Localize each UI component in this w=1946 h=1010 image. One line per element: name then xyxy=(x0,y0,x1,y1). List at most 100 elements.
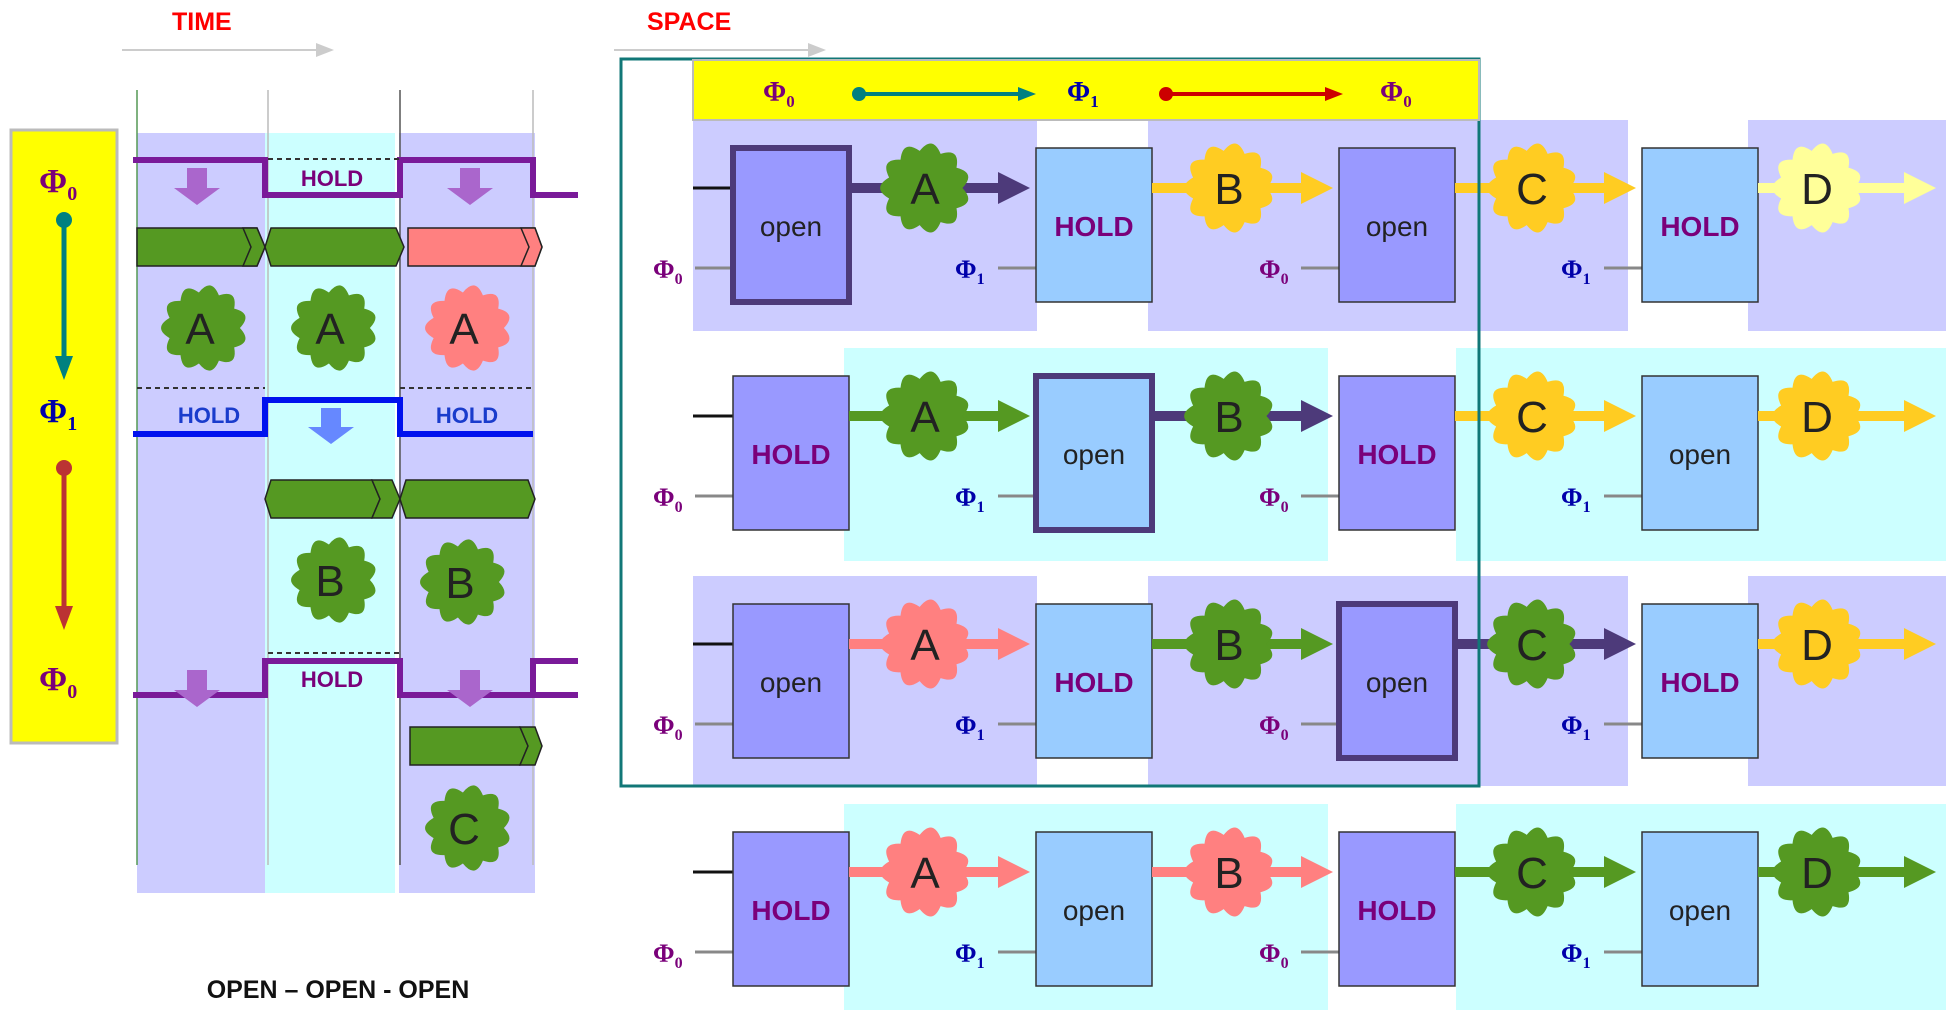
blob-shape xyxy=(1772,371,1861,461)
clock-label: Φ1 xyxy=(955,483,985,516)
data-blob: C xyxy=(1487,371,1576,461)
latch-open xyxy=(1641,375,1759,531)
data-blob: D xyxy=(1772,371,1861,461)
flow-arrow-head xyxy=(1604,172,1636,204)
latch-hold xyxy=(1035,603,1153,759)
data-bar xyxy=(264,227,405,267)
flow-arrow-head xyxy=(1904,628,1936,660)
time-blob-b2: B xyxy=(420,539,505,625)
blob-shape xyxy=(1772,599,1861,689)
clock-label: Φ1 xyxy=(955,255,985,288)
phase-bar-red-head xyxy=(1325,87,1343,101)
latch-label: open xyxy=(760,211,822,242)
phase-bar-phi0: Φ0 xyxy=(763,77,795,111)
blob-shape xyxy=(161,285,246,371)
blob-label: B xyxy=(1214,165,1243,214)
blob-label: C xyxy=(1516,393,1548,442)
data-bar-edge xyxy=(241,227,266,267)
latch-hold xyxy=(1641,147,1759,303)
blob-shape xyxy=(425,285,510,371)
svg-text:Φ0: Φ0 xyxy=(39,163,77,205)
latch-open xyxy=(1336,601,1458,761)
time-blob-a2: A xyxy=(291,285,376,371)
blob-label: C xyxy=(1516,849,1548,898)
down-arrow xyxy=(174,670,220,707)
data-blob: C xyxy=(1487,827,1576,917)
latch-label: open xyxy=(1669,895,1731,926)
data-bar xyxy=(409,726,529,766)
time-arrow-head xyxy=(316,43,334,57)
blob-shape xyxy=(880,371,969,461)
flow-arrow-head xyxy=(1604,400,1636,432)
flow-arrow-head xyxy=(1301,856,1333,888)
down-arrow xyxy=(174,168,220,205)
row-background xyxy=(1748,576,1946,786)
clock-label: Φ0 xyxy=(1259,711,1289,744)
space-header: SPACE xyxy=(647,8,731,36)
time-blob-c: C xyxy=(425,785,510,871)
latch-hold xyxy=(732,831,850,987)
blob-shape xyxy=(425,785,510,871)
blob-label: D xyxy=(1801,165,1833,214)
latch-hold xyxy=(732,375,850,531)
clock-label: Φ1 xyxy=(955,939,985,972)
latch-hold xyxy=(1338,375,1456,531)
phase-bar-teal-head xyxy=(1018,87,1036,101)
svg-text:B: B xyxy=(445,559,474,608)
latch-label: open xyxy=(760,667,822,698)
blob-shape xyxy=(1487,371,1576,461)
blob-label: A xyxy=(910,621,940,670)
clock-label: Φ1 xyxy=(1561,939,1591,972)
blob-label: A xyxy=(910,393,940,442)
space-rows: Φ0openAΦ1HOLDBΦ0openCΦ1HOLDDΦ0HOLDAΦ1ope… xyxy=(653,120,1946,1010)
latch-label: HOLD xyxy=(1660,667,1739,698)
data-blob: A xyxy=(880,143,969,233)
legend-phi0-top: Φ0 xyxy=(39,163,77,205)
blob-shape xyxy=(291,537,376,623)
flow-arrow-head xyxy=(1604,628,1636,660)
time-hold-label: HOLD xyxy=(301,166,363,191)
data-bar xyxy=(399,479,536,519)
flow-arrow-head xyxy=(998,400,1030,432)
data-blob: B xyxy=(1184,827,1273,917)
svg-text:A: A xyxy=(449,305,479,354)
clock-label: Φ1 xyxy=(1561,711,1591,744)
data-bar-edge xyxy=(518,726,543,766)
latch-open xyxy=(1035,831,1153,987)
blob-label: A xyxy=(910,165,940,214)
latch-label: open xyxy=(1063,895,1125,926)
time-hold-label: HOLD xyxy=(436,403,498,428)
clock-label: Φ0 xyxy=(1259,483,1289,516)
latch-hold xyxy=(1641,603,1759,759)
clock-label: Φ1 xyxy=(955,711,985,744)
blob-shape xyxy=(1772,827,1861,917)
clock-label: Φ0 xyxy=(653,255,683,288)
flow-arrow-head xyxy=(998,856,1030,888)
blob-label: D xyxy=(1801,621,1833,670)
blob-shape xyxy=(880,143,969,233)
clock-label: Φ0 xyxy=(1259,939,1289,972)
latch-label: open xyxy=(1366,211,1428,242)
data-blob: D xyxy=(1772,599,1861,689)
time-blob-b1: B xyxy=(291,537,376,623)
clock-label: Φ1 xyxy=(1561,255,1591,288)
latch-open xyxy=(1033,373,1155,533)
flow-arrow-head xyxy=(1904,172,1936,204)
flow-arrow-head xyxy=(1301,172,1333,204)
phase-bar-phi0-end: Φ0 xyxy=(1380,77,1412,111)
data-blob: D xyxy=(1772,827,1861,917)
time-blob-a1: A xyxy=(161,285,246,371)
phi0-waveform xyxy=(133,658,578,698)
phase-bar-phi1: Φ1 xyxy=(1067,77,1099,111)
blob-shape xyxy=(880,599,969,689)
data-blob: B xyxy=(1184,599,1273,689)
data-blob: A xyxy=(880,599,969,689)
latch-open xyxy=(732,603,850,759)
flow-arrow-head xyxy=(1301,628,1333,660)
blob-shape xyxy=(880,827,969,917)
